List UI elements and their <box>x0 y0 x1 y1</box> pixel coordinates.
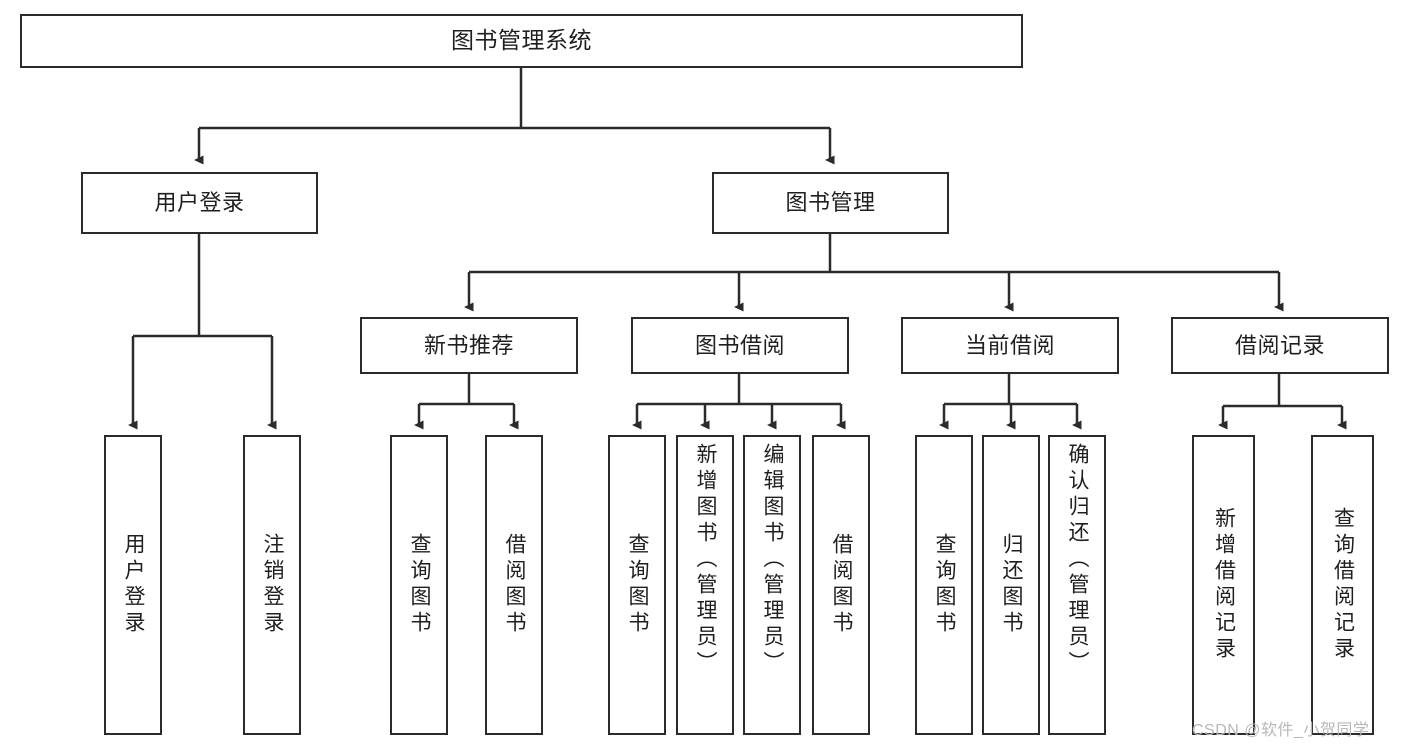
node-user-login[interactable]: 用户登录 <box>81 172 318 234</box>
node-label: 用户登录 <box>154 190 245 216</box>
leaf-current-borrow-return-book[interactable]: 归还图书 <box>982 435 1040 735</box>
node-label: 查询图书 <box>408 533 432 637</box>
node-book-management[interactable]: 图书管理 <box>712 172 949 234</box>
node-root-library-management-system[interactable]: 图书管理系统 <box>20 14 1023 68</box>
node-label: 图书管理 <box>785 190 876 216</box>
node-book-borrow[interactable]: 图书借阅 <box>631 317 849 374</box>
node-label: 新增借阅记录 <box>1212 507 1236 663</box>
leaf-borrow-record-query-record[interactable]: 查询借阅记录 <box>1311 435 1374 735</box>
node-label: 借阅图书 <box>830 533 854 637</box>
node-label: 归还图书 <box>1000 533 1024 637</box>
node-label: 新书推荐 <box>423 332 514 358</box>
node-label: 用户登录 <box>122 533 146 637</box>
node-label: 借阅图书 <box>503 533 527 637</box>
leaf-new-book-borrow-book[interactable]: 借阅图书 <box>485 435 543 735</box>
node-label: 当前借阅 <box>964 332 1055 358</box>
node-label: 编辑图书（管理员） <box>761 443 785 677</box>
node-label: 图书管理系统 <box>451 27 592 54</box>
leaf-borrow-record-add-record[interactable]: 新增借阅记录 <box>1192 435 1255 735</box>
node-current-borrow[interactable]: 当前借阅 <box>901 317 1119 374</box>
node-borrow-record[interactable]: 借阅记录 <box>1171 317 1389 374</box>
node-label: 图书借阅 <box>694 332 785 358</box>
node-label: 查询图书 <box>626 533 650 637</box>
leaf-user-login-login[interactable]: 用户登录 <box>104 435 162 735</box>
node-label: 确认归还（管理员） <box>1066 443 1090 677</box>
leaf-book-borrow-query-book[interactable]: 查询图书 <box>608 435 666 735</box>
leaf-book-borrow-add-book-admin[interactable]: 新增图书（管理员） <box>676 435 734 735</box>
csdn-watermark: CSDN @软件_小贺同学 <box>1192 722 1370 739</box>
node-label: 借阅记录 <box>1234 332 1325 358</box>
leaf-current-borrow-confirm-return-admin[interactable]: 确认归还（管理员） <box>1048 435 1106 735</box>
leaf-book-borrow-borrow-book[interactable]: 借阅图书 <box>812 435 870 735</box>
node-label: 查询借阅记录 <box>1331 507 1355 663</box>
node-label: 新增图书（管理员） <box>694 443 718 677</box>
leaf-book-borrow-edit-book-admin[interactable]: 编辑图书（管理员） <box>743 435 801 735</box>
leaf-current-borrow-query-book[interactable]: 查询图书 <box>915 435 973 735</box>
node-label: 注销登录 <box>261 533 285 637</box>
node-new-book-recommend[interactable]: 新书推荐 <box>360 317 578 374</box>
leaf-user-login-logout[interactable]: 注销登录 <box>243 435 301 735</box>
node-label: 查询图书 <box>933 533 957 637</box>
leaf-new-book-query-book[interactable]: 查询图书 <box>390 435 448 735</box>
